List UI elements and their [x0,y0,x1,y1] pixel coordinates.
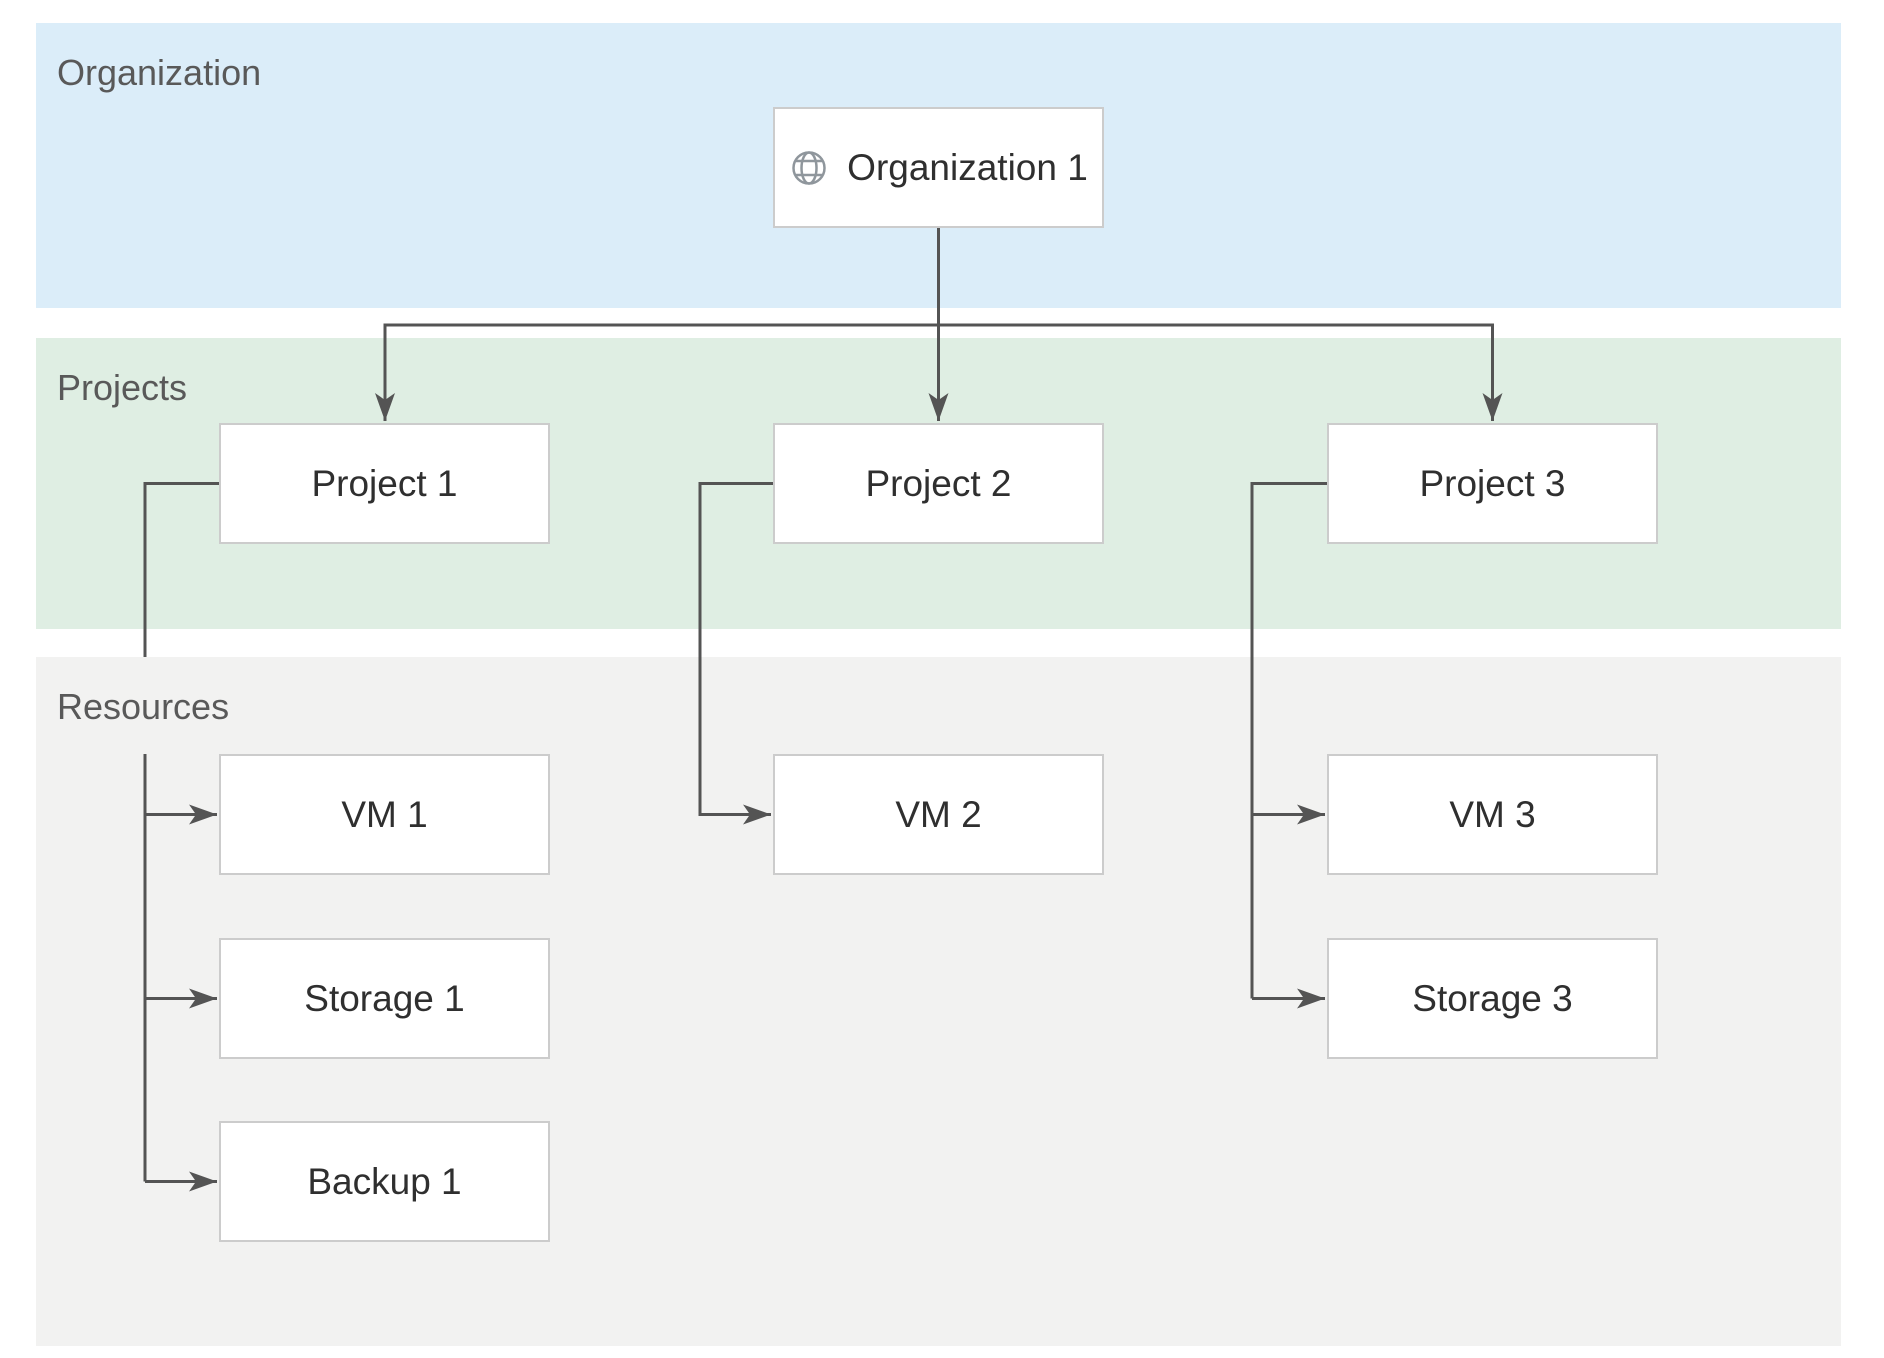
edge-project1-trunk-upper [143,482,219,657]
node-vm-2: VM 2 [773,754,1104,875]
globe-icon [792,150,826,185]
node-vm-3: VM 3 [1327,754,1658,875]
node-storage-3: Storage 3 [1327,938,1658,1059]
node-label: VM 1 [341,793,428,835]
node-label: Backup 1 [307,1160,462,1202]
edge-org1-project3 [938,323,1503,421]
node-vm-1: VM 1 [219,754,550,875]
band-organization-label: Organization [57,52,262,93]
node-project-3: Project 3 [1327,423,1658,544]
node-organization-1: Organization 1 [773,107,1104,228]
node-backup-1: Backup 1 [219,1121,550,1242]
node-label: Storage 1 [304,977,465,1019]
node-storage-1: Storage 1 [219,938,550,1059]
node-label: VM 3 [1449,793,1536,835]
edge-project3-trunk [1250,482,1327,999]
node-label: Organization 1 [847,146,1088,188]
node-project-1: Project 1 [219,423,550,544]
node-project-2: Project 2 [773,423,1104,544]
edge-project2-vm2 [698,482,773,825]
band-resources-label: Resources [57,686,230,727]
edge-org1-project1 [375,323,939,421]
node-label: Storage 3 [1412,977,1573,1019]
band-projects-label: Projects [57,367,188,408]
node-label: Project 1 [311,462,458,504]
node-label: Project 2 [865,462,1012,504]
node-label: Project 3 [1419,462,1566,504]
node-label: VM 2 [895,793,982,835]
